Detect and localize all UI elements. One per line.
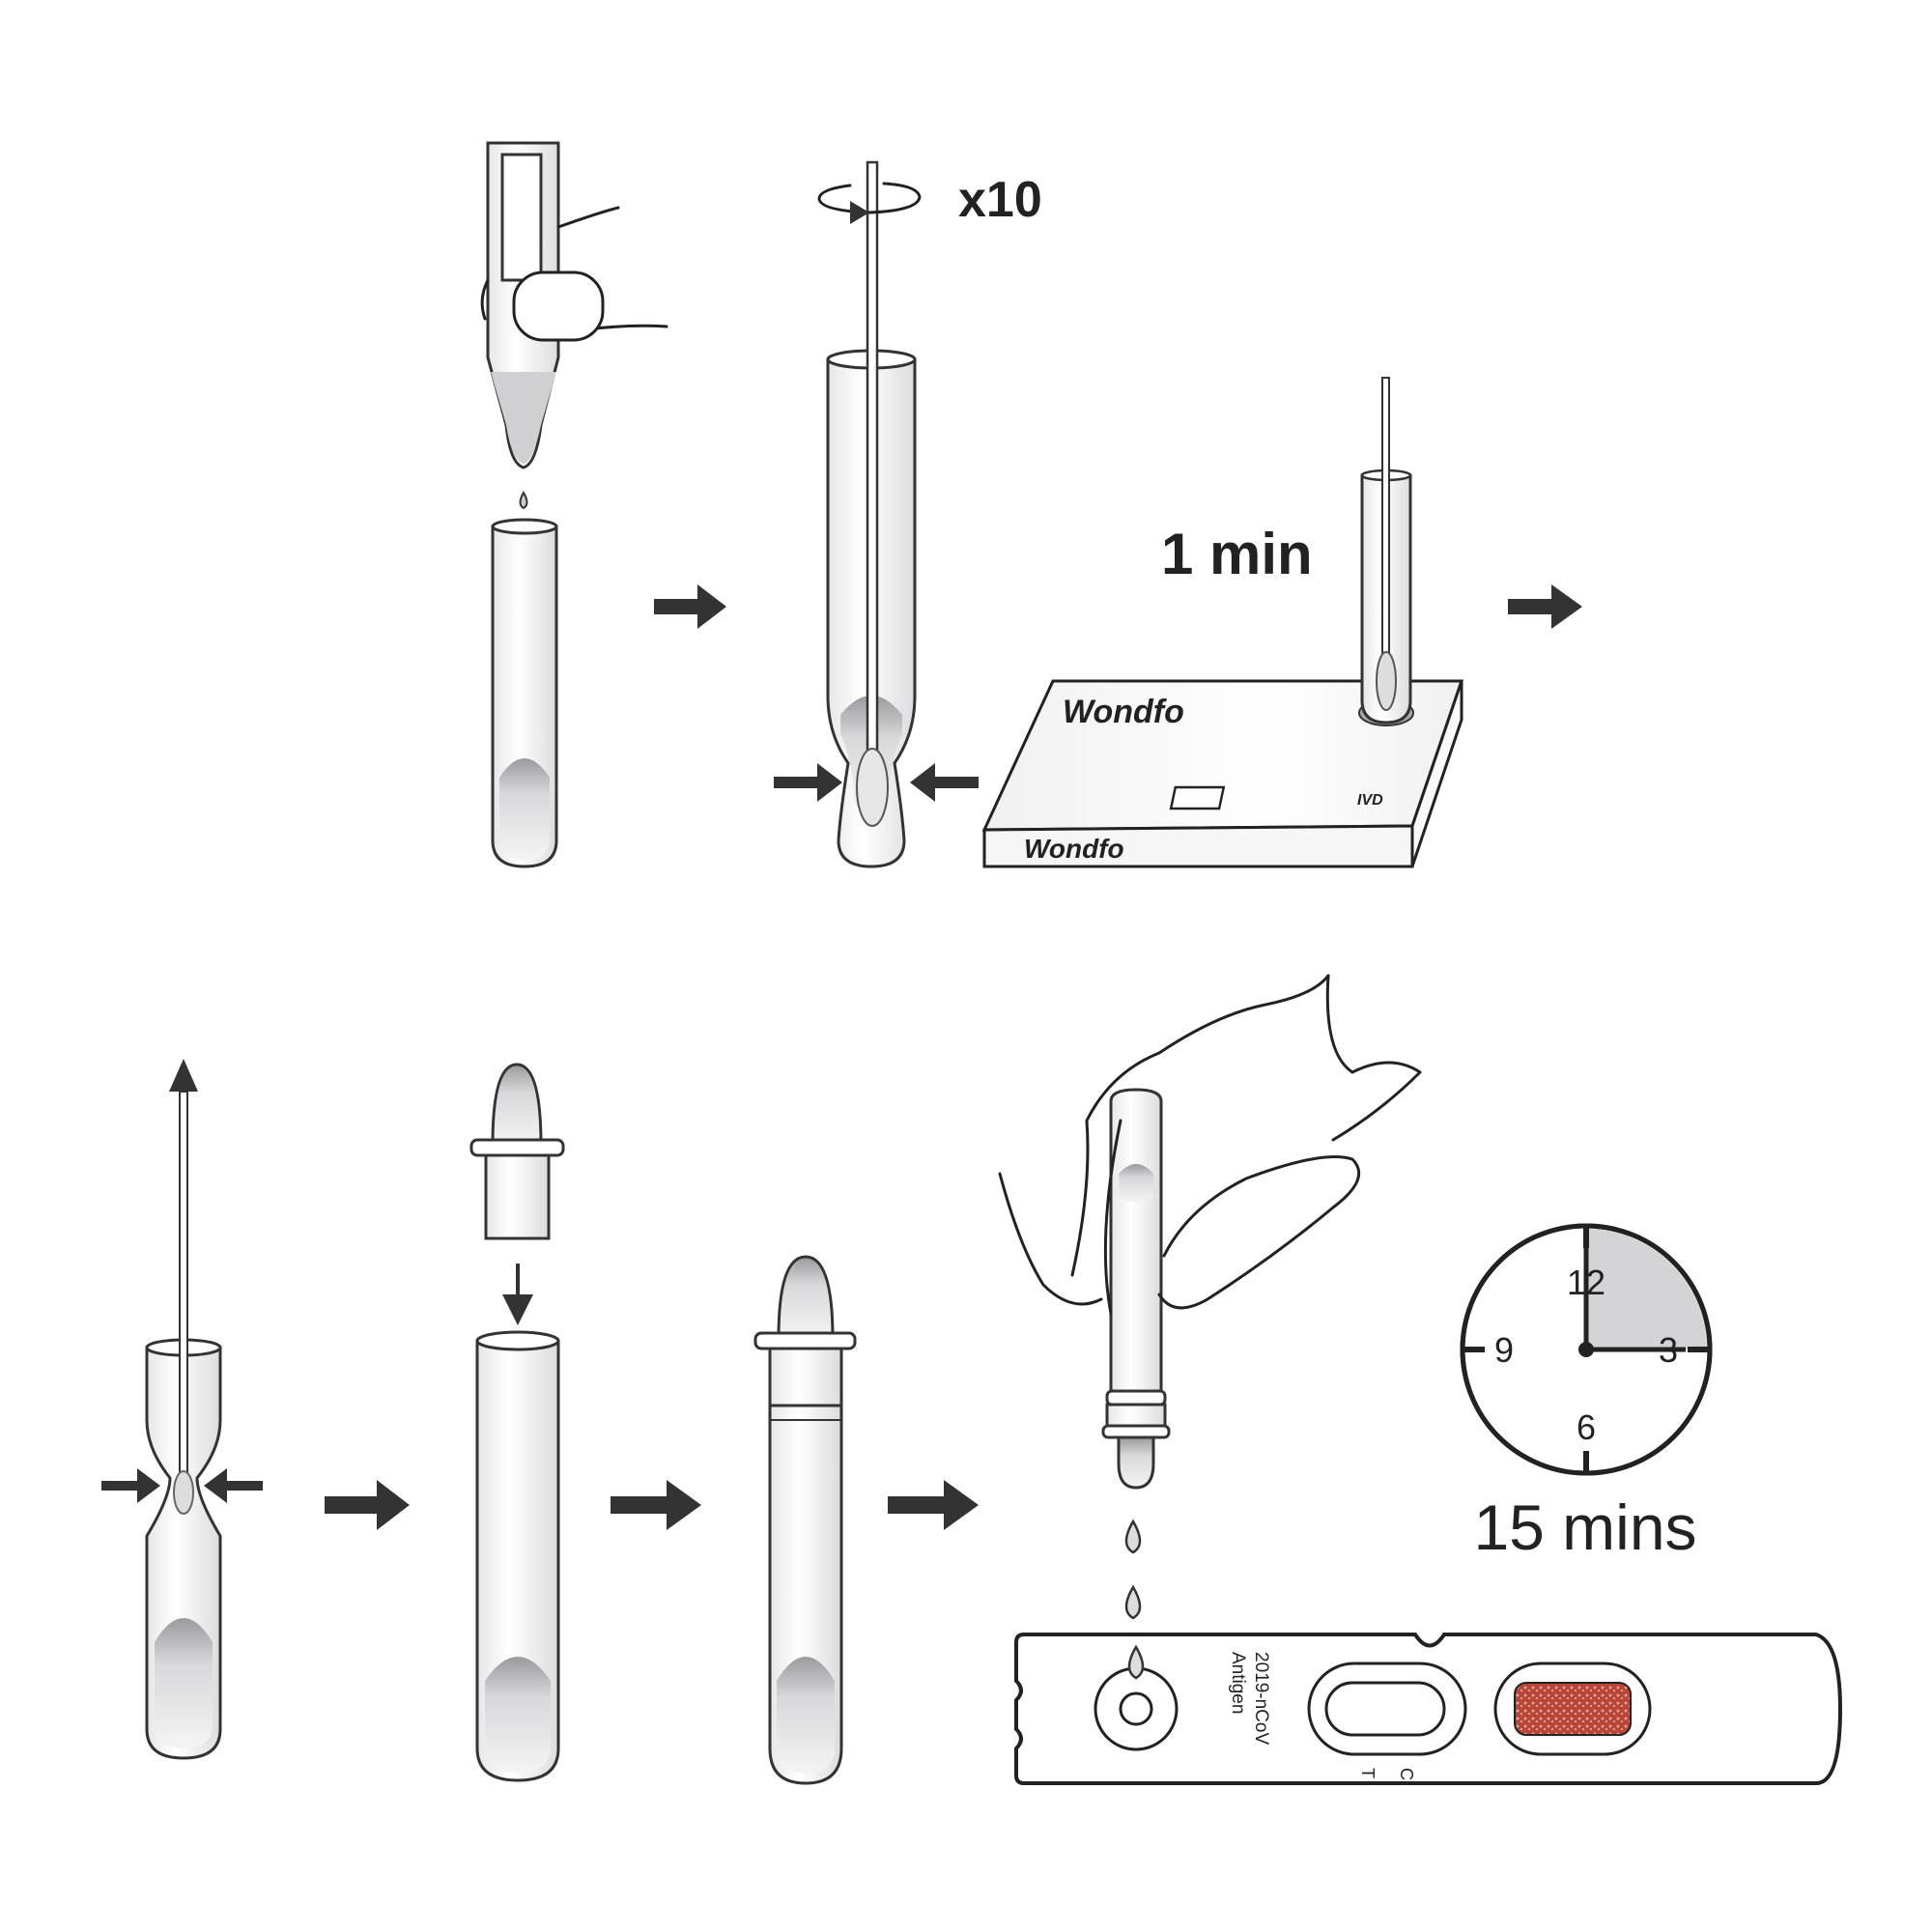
ivd-badge: [1169, 785, 1226, 810]
right-arrow-icon: [654, 584, 726, 629]
right-arrow-icon: [325, 1480, 410, 1530]
cassette-text-line1: 2019-nCoV: [1251, 1652, 1271, 1745]
rotate-arrow-icon: [817, 182, 922, 224]
elapsed-shade: [1586, 1229, 1707, 1350]
rotation-count: x10: [958, 172, 1042, 228]
clock-number-12: 12: [1567, 1263, 1605, 1302]
right-arrow-icon: [888, 1480, 979, 1530]
timer-duration-label: 15 mins: [1473, 1492, 1696, 1563]
step2-tube-with-swab: [826, 160, 917, 868]
wait-time-label: 1 min: [1161, 522, 1313, 586]
dropper-cap: [469, 1063, 565, 1240]
step6-capped-tube: [753, 1255, 857, 1785]
squeeze-arrow-icon: [101, 1468, 263, 1503]
stand-logo-front: Wondfo: [1024, 834, 1124, 864]
clock-icon: 12 3 6 9: [1460, 1223, 1713, 1476]
step5-tube: [475, 1330, 560, 1782]
ivd-badge-text: IVD: [1357, 792, 1383, 809]
cassette-text-line2: Antigen: [1228, 1652, 1248, 1714]
hand-with-tube: [998, 974, 1422, 1490]
test-cassette: 2019-nCoV Antigen T C: [1014, 1633, 1843, 1785]
right-arrow-icon: [611, 1480, 701, 1530]
test-line-label: T: [1358, 1768, 1378, 1778]
stand-logo-top: Wondfo: [1063, 694, 1184, 730]
clock-number-6: 6: [1577, 1407, 1596, 1447]
squeeze-arrow-icon: [774, 763, 979, 802]
step4-tube: [145, 1091, 222, 1760]
right-arrow-icon: [1508, 584, 1582, 629]
drops: [1124, 1519, 1142, 1620]
step3-tube-in-stand: [1358, 377, 1414, 726]
control-line-label: C: [1397, 1768, 1416, 1780]
up-arrow-icon: [169, 1059, 198, 1092]
clock-number-3: 3: [1659, 1330, 1678, 1370]
step1-buffer-bottle: [480, 141, 668, 469]
step1-tube: [491, 518, 558, 868]
clock-number-9: 9: [1494, 1330, 1514, 1370]
tube-stand: Wondfo Wondfo IVD: [981, 679, 1464, 868]
down-arrow-icon: [502, 1264, 533, 1325]
